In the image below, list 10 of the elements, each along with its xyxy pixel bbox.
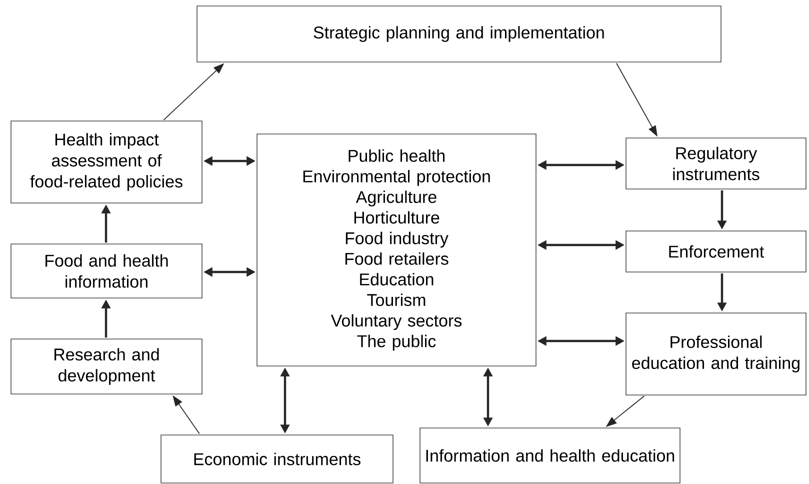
- process-box: Economic instruments: [160, 434, 394, 484]
- process-box: Enforcement: [626, 230, 806, 272]
- process-box: Regulatory instruments: [626, 138, 806, 190]
- process-box: Food and health information: [10, 244, 202, 298]
- process-box: Research and development: [10, 338, 202, 394]
- process-box: Professional education and training: [626, 312, 806, 396]
- sector-list-box: Public health Environmental protection Agriculture Horticulture Food industry Food retailers Education Tourism Voluntary sectors The public: [256, 134, 536, 366]
- process-box: Strategic planning and implementation: [196, 6, 722, 62]
- process-box: Information and health education: [420, 428, 680, 484]
- process-box: Health impact assessment of food-related policies: [10, 120, 202, 204]
